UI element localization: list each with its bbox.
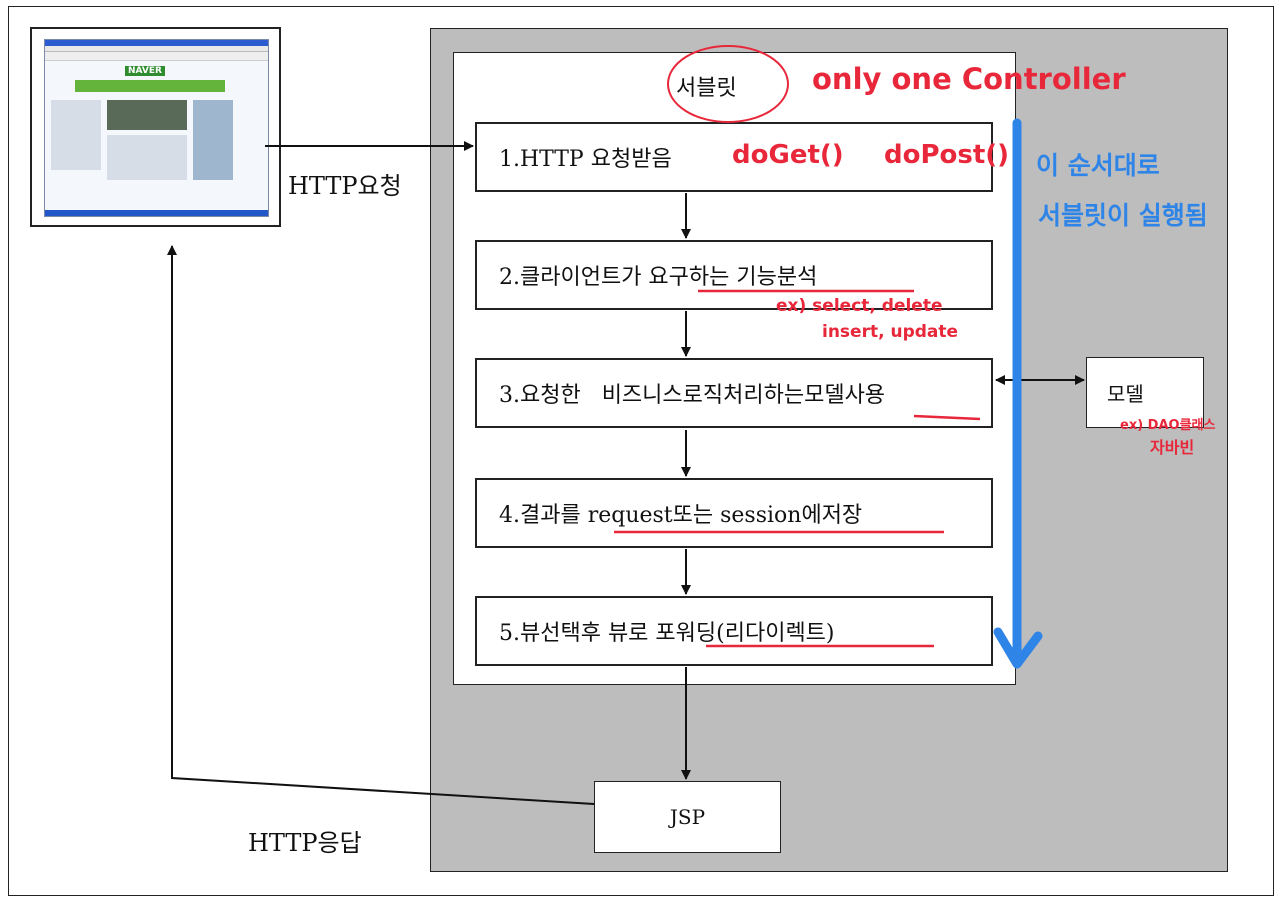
browser-titlebar xyxy=(45,40,268,46)
http-response-label: HTTP응답 xyxy=(248,829,362,857)
order-arrow-head xyxy=(993,627,1043,669)
content-block xyxy=(193,100,233,180)
underline-step-3 xyxy=(913,414,981,421)
dopost-note: doPost() xyxy=(884,140,1010,170)
servlet-title: 서블릿 xyxy=(676,76,737,101)
taskbar xyxy=(45,210,268,216)
jsp-box: JSP xyxy=(594,781,781,853)
naver-logo: NAVER xyxy=(125,66,165,76)
step-2: 2.클라이언트가 요구하는 기능분석 xyxy=(475,240,993,310)
servlet-title-circle xyxy=(667,45,789,123)
order-note-1: 이 순서대로 xyxy=(1036,151,1160,180)
response-arrow xyxy=(167,245,595,805)
step-5: 5.뷰선택후 뷰로 포워딩(리다이렉트) xyxy=(475,596,993,666)
model-label: 모델 xyxy=(1107,382,1144,406)
model-box: 모델 xyxy=(1086,357,1204,428)
browser-thumbnail: NAVER xyxy=(30,27,281,227)
content-block xyxy=(107,135,187,180)
controller-note: only one Controller xyxy=(812,62,1126,96)
model-note-1: ex) DAO클래스 xyxy=(1120,418,1216,433)
http-request-label: HTTP요청 xyxy=(288,172,402,200)
step-1: 1.HTTP 요청받음 xyxy=(475,122,993,192)
doget-note: doGet() xyxy=(732,140,844,170)
step-3: 3.요청한 비즈니스로직처리하는모델사용 xyxy=(475,358,993,428)
diagram-frame xyxy=(8,6,1274,896)
browser-screenshot: NAVER xyxy=(44,39,269,217)
model-note-2: 자바빈 xyxy=(1150,438,1195,457)
analysis-note-1: ex) select, delete xyxy=(776,296,943,316)
analysis-note-2: insert, update xyxy=(822,322,959,342)
browser-menubar xyxy=(45,46,268,52)
search-bar xyxy=(75,80,225,92)
jsp-label: JSP xyxy=(669,805,706,829)
browser-toolbar xyxy=(45,52,268,61)
order-note-2: 서블릿이 실행됨 xyxy=(1038,201,1208,230)
banner-block xyxy=(107,100,187,130)
step-4: 4.결과를 request또는 session에저장 xyxy=(475,478,993,548)
content-block xyxy=(51,100,101,170)
